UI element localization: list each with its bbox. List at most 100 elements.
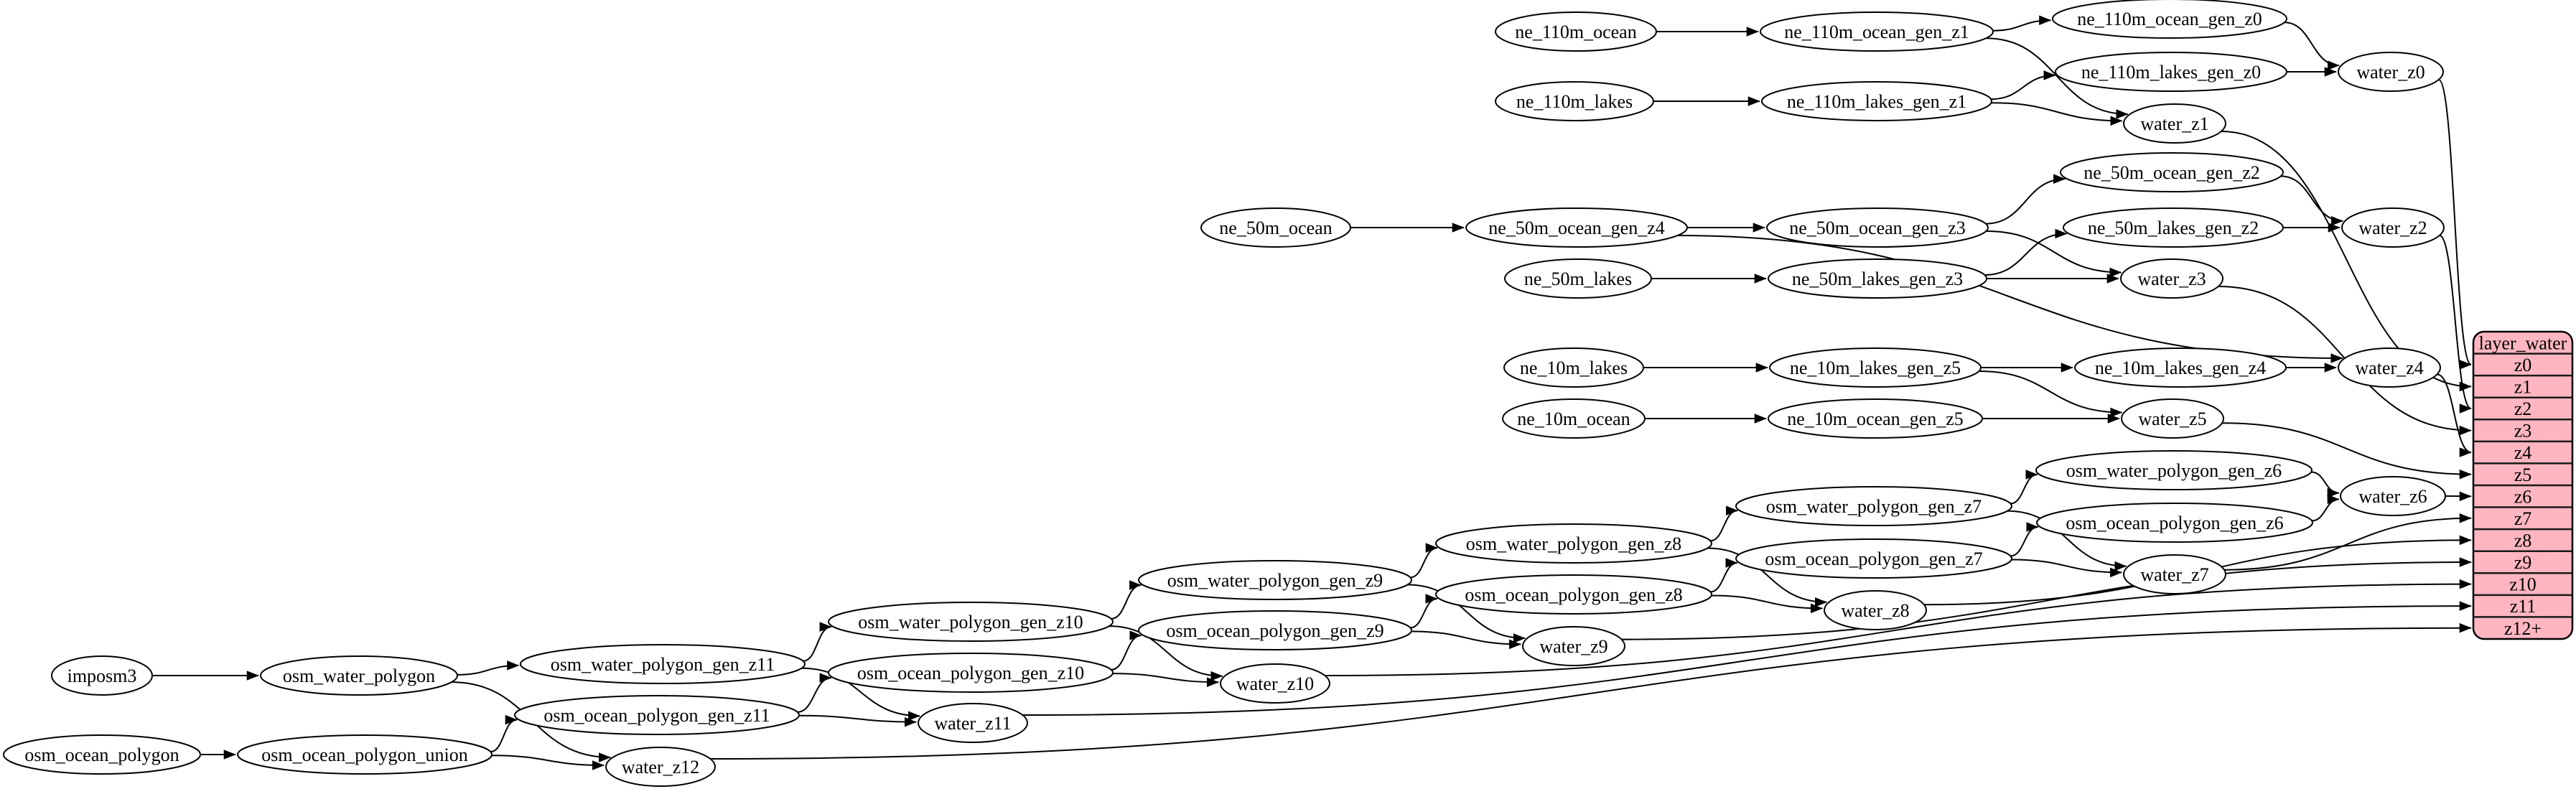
edge-osm_ocean_polygon_gen_z11-to-osm_ocean_polygon_gen_z10 <box>797 673 832 713</box>
osm_ocean_polygon_union-ellipse <box>237 734 493 775</box>
ne_50m_lakes_gen_z2-label: ne_50m_lakes_gen_z2 <box>2088 218 2259 238</box>
water_z3-node: water_z3 <box>2120 258 2223 299</box>
osm_ocean_polygon_gen_z7-label: osm_ocean_polygon_gen_z7 <box>1765 548 1982 569</box>
table-row-z7: z7 <box>2514 508 2532 529</box>
water_z8-ellipse <box>1824 590 1927 630</box>
edge-water_z5-to-row-z5 <box>2222 422 2472 480</box>
osm_water_polygon_gen_z9-label: osm_water_polygon_gen_z9 <box>1167 570 1383 591</box>
edge-osm_water_polygon_gen_z10-to-osm_water_polygon_gen_z9 <box>1111 580 1142 620</box>
osm_water_polygon_gen_z6-label: osm_water_polygon_gen_z6 <box>2066 460 2282 481</box>
water_z9-node: water_z9 <box>1522 626 1625 666</box>
osm_ocean_polygon_gen_z9-ellipse <box>1138 610 1412 650</box>
ne_50m_ocean_gen_z2-ellipse <box>2060 152 2284 192</box>
osm_ocean_polygon_gen_z11-ellipse <box>514 695 800 735</box>
ne_50m_ocean_gen_z4-ellipse <box>1465 207 1688 248</box>
ne_10m_lakes-label: ne_10m_lakes <box>1520 358 1628 378</box>
edge-osm_ocean_polygon_union-to-water_z12 <box>491 755 605 770</box>
water_z2-label: water_z2 <box>2358 218 2427 238</box>
osm_ocean_polygon_gen_z7-ellipse <box>1735 538 2012 579</box>
osm_water_polygon_gen_z7-label: osm_water_polygon_gen_z7 <box>1766 496 1982 517</box>
water_z1-ellipse <box>2123 103 2226 144</box>
edge-osm_ocean_polygon_gen_z7-to-osm_ocean_polygon_gen_z6 <box>2010 522 2039 557</box>
layer-water-table: layer_waterz0z1z2z3z4z5z6z7z8z9z10z11z12… <box>2472 330 2574 640</box>
osm_water_polygon_gen_z8-node: osm_water_polygon_gen_z8 <box>1435 523 1712 564</box>
edge-osm_ocean_polygon_gen_z11-to-water_z11 <box>798 714 917 727</box>
osm_ocean_polygon-label: osm_ocean_polygon <box>24 744 179 765</box>
edge-water_z12-to-row-z12+ <box>710 622 2472 760</box>
edge-osm_water_polygon_gen_z7-to-osm_water_polygon_gen_z6 <box>2010 470 2038 505</box>
ne_110m_lakes-label: ne_110m_lakes <box>1516 91 1633 112</box>
ne_50m_lakes_gen_z2-ellipse <box>2063 207 2284 248</box>
table-row-z4: z4 <box>2514 442 2532 463</box>
ne_10m_ocean-ellipse <box>1502 398 1646 439</box>
imposm3-label: imposm3 <box>67 666 137 686</box>
ne_10m_ocean-node: ne_10m_ocean <box>1502 398 1646 439</box>
table-row-z2: z2 <box>2514 398 2532 419</box>
osm_ocean_polygon_union-node: osm_ocean_polygon_union <box>237 734 493 775</box>
ne_50m_ocean_gen_z3-ellipse <box>1766 207 1989 248</box>
water_z4-ellipse <box>2338 347 2441 388</box>
edge-water_z11-to-row-z11 <box>1022 601 2472 716</box>
ne_10m_ocean-label: ne_10m_ocean <box>1517 408 1630 429</box>
imposm3-ellipse <box>51 655 153 696</box>
ne_110m_ocean-ellipse <box>1495 11 1657 52</box>
ne_10m_lakes_gen_z4-label: ne_10m_lakes_gen_z4 <box>2095 358 2266 378</box>
osm_water_polygon_gen_z11-node: osm_water_polygon_gen_z11 <box>520 644 806 684</box>
water_z3-ellipse <box>2120 258 2223 299</box>
osm_ocean_polygon_gen_z11-label: osm_ocean_polygon_gen_z11 <box>543 705 770 726</box>
water_z5-node: water_z5 <box>2121 398 2224 439</box>
water_z7-ellipse <box>2123 554 2226 594</box>
ne_110m_ocean_gen_z0-node: ne_110m_ocean_gen_z0 <box>2052 0 2287 39</box>
osm_water_polygon_gen_z11-label: osm_water_polygon_gen_z11 <box>551 654 775 675</box>
water_z12-ellipse <box>605 747 716 787</box>
water_z2-node: water_z2 <box>2341 207 2445 248</box>
ne_110m_ocean_gen_z1-ellipse <box>1760 11 1994 52</box>
water_z10-node: water_z10 <box>1220 663 1330 704</box>
osm_ocean_polygon_gen_z10-node: osm_ocean_polygon_gen_z10 <box>828 653 1114 693</box>
ne_10m_ocean_gen_z5-label: ne_10m_ocean_gen_z5 <box>1787 408 1963 429</box>
water_z5-label: water_z5 <box>2138 408 2206 429</box>
ne_110m_lakes-ellipse <box>1495 81 1654 121</box>
ne_110m_lakes_gen_z0-node: ne_110m_lakes_gen_z0 <box>2055 52 2287 92</box>
ne_50m_ocean_gen_z3-label: ne_50m_ocean_gen_z3 <box>1789 218 1965 238</box>
osm_water_polygon_gen_z10-ellipse <box>828 602 1114 642</box>
water_z12-label: water_z12 <box>622 757 699 778</box>
edge-osm_water_polygon-to-osm_water_polygon_gen_z11 <box>457 660 520 676</box>
water_z12-node: water_z12 <box>605 747 716 787</box>
table-row-z6: z6 <box>2514 486 2532 507</box>
osm_ocean_polygon_gen_z10-ellipse <box>828 653 1114 693</box>
water_z0-node: water_z0 <box>2338 52 2444 92</box>
edge-osm_ocean_polygon_gen_z9-to-water_z9 <box>1411 630 1521 650</box>
osm_water_polygon-ellipse <box>260 655 458 696</box>
osm_water_polygon_gen_z10-node: osm_water_polygon_gen_z10 <box>828 602 1114 642</box>
ne_110m_lakes-node: ne_110m_lakes <box>1495 81 1654 121</box>
edge-osm_ocean_polygon_gen_z8-to-water_z8 <box>1711 594 1823 614</box>
layer-water-table-title: layer_water <box>2479 332 2567 353</box>
ne_50m_lakes-label: ne_50m_lakes <box>1524 269 1632 289</box>
water_z0-label: water_z0 <box>2356 62 2425 83</box>
edge-osm_water_polygon_gen_z8-to-osm_water_polygon_gen_z7 <box>1710 505 1738 542</box>
ne_110m_ocean_gen_z0-label: ne_110m_ocean_gen_z0 <box>2077 9 2262 29</box>
osm_ocean_polygon_union-label: osm_ocean_polygon_union <box>261 744 467 765</box>
ne_10m_lakes_gen_z5-ellipse <box>1769 347 1982 388</box>
edge-osm_water_polygon_gen_z9-to-water_z9 <box>1407 584 1526 643</box>
ne_10m_lakes_gen_z5-label: ne_10m_lakes_gen_z5 <box>1790 358 1961 378</box>
osm_water_polygon-node: osm_water_polygon <box>260 655 458 696</box>
edge-ne_50m_ocean_gen_z3-to-ne_50m_ocean_gen_z2 <box>1985 174 2066 225</box>
edge-water_z10-to-row-z10 <box>1325 579 2472 676</box>
ne_110m_ocean-node: ne_110m_ocean <box>1495 11 1657 52</box>
water_z2-ellipse <box>2341 207 2445 248</box>
edge-osm_ocean_polygon_gen_z10-to-water_z10 <box>1112 673 1219 687</box>
edges-layer <box>152 15 2472 770</box>
water_z11-label: water_z11 <box>934 713 1011 734</box>
osm_water_polygon_gen_z9-ellipse <box>1138 560 1412 600</box>
water_z5-ellipse <box>2121 398 2224 439</box>
table-row-z12+: z12+ <box>2504 618 2542 639</box>
imposm3-node: imposm3 <box>51 655 153 696</box>
table-row-z9: z9 <box>2514 552 2532 573</box>
edge-ne_110m_lakes_gen_z1-to-ne_110m_lakes_gen_z0 <box>1991 70 2056 101</box>
water_z9-ellipse <box>1522 626 1625 666</box>
edge-osm_water_polygon_gen_z6-to-water_z6 <box>2311 471 2340 498</box>
